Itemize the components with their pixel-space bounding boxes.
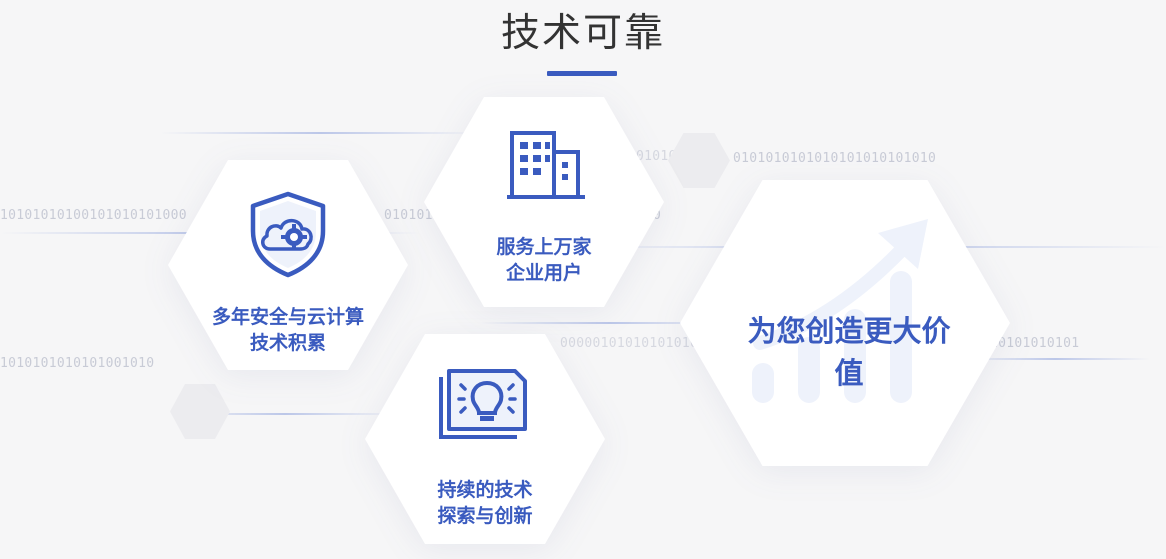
title-underline (547, 71, 617, 76)
binary-text: 10101010100101010101000 (0, 208, 187, 223)
decor-line (960, 358, 1150, 360)
label-line: 持续的技术 (437, 479, 533, 501)
binary-text: 0 (653, 208, 662, 223)
section-title: 技术可靠 (500, 11, 665, 56)
label-line: 多年安全与云计算 (211, 306, 364, 328)
binary-text: 1010101010101001010 (0, 356, 155, 371)
feature-label-innovation: 持续的技术 探索与创新 (385, 477, 585, 529)
decor-hexagon (170, 384, 230, 439)
feature-label-enterprise: 服务上万家 企业用户 (444, 234, 644, 286)
growth-chart-icon (752, 219, 928, 403)
label-line: 服务上万家 (496, 236, 592, 258)
building-icon (507, 131, 585, 199)
binary-text: 10101010101 (990, 336, 1080, 351)
binary-text: 00000101010101010 (560, 336, 699, 351)
decor-line (170, 413, 400, 415)
label-line: 技术积累 (249, 332, 326, 354)
label-line: 探索与创新 (437, 505, 533, 527)
binary-text: 0101010101010101010101010 (733, 151, 937, 166)
label-line: 值 (834, 356, 864, 390)
highlight-label-value: 为您创造更大价 值 (735, 310, 963, 394)
decor-line (480, 322, 740, 324)
cloud-shield-gear-icon (250, 191, 326, 278)
decor-line (160, 132, 480, 134)
binary-text: 0101010 (384, 208, 441, 223)
label-line: 企业用户 (505, 262, 582, 284)
feature-label-security: 多年安全与云计算 技术积累 (188, 304, 388, 356)
lightbulb-document-icon (439, 369, 527, 439)
label-line: 为您创造更大价 (747, 314, 951, 348)
